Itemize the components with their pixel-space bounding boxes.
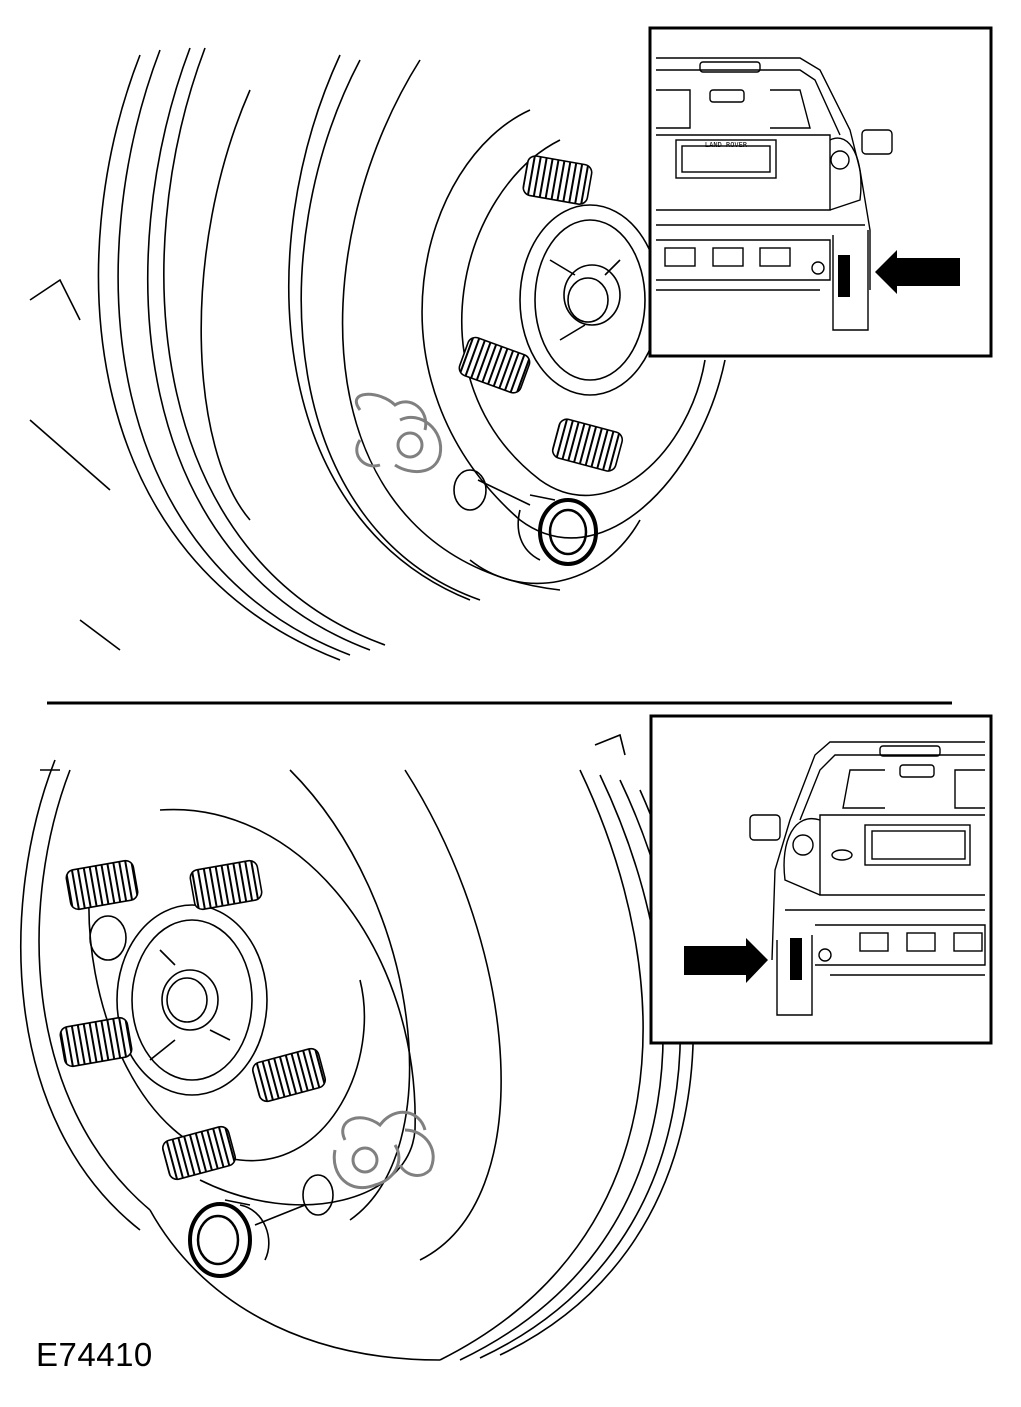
bottom-wheel-stud-2 <box>189 859 263 911</box>
top-sensor-clip-icon <box>354 392 443 474</box>
top-wheel-stud-1 <box>522 155 593 205</box>
bottom-locator-arrow-icon <box>684 938 768 983</box>
bottom-sensor-clip-icon <box>332 1110 435 1189</box>
bottom-wheel-stud-1 <box>65 859 139 911</box>
bottom-inset-sensor-marker <box>790 938 802 980</box>
bottom-wheel-panel <box>20 733 695 1361</box>
top-wheel-panel <box>29 47 726 661</box>
bottom-tyre-outline <box>20 733 695 1361</box>
bottom-wheel-stud-5 <box>161 1125 237 1181</box>
bottom-wheel-stud-4 <box>251 1047 327 1103</box>
top-wheel-stud-2 <box>458 336 531 394</box>
bottom-wheel-stud-3 <box>59 1016 133 1068</box>
bottom-hub-disc <box>88 808 416 1206</box>
bottom-grommet-icon <box>188 1199 270 1278</box>
top-locator-arrow-icon <box>875 250 960 294</box>
bottom-inset-vehicle-rear-view <box>649 714 993 1045</box>
top-inset-badge: LAND ROVER <box>705 141 748 149</box>
bottom-mounting-hole <box>254 1174 334 1226</box>
top-grommet-icon <box>517 494 598 566</box>
top-wheel-stud-3 <box>551 418 624 472</box>
top-inset-vehicle-rear-view: LAND ROVER <box>648 26 993 358</box>
top-inset-sensor-marker <box>838 255 850 297</box>
figure-reference-code: E74410 <box>36 1336 153 1373</box>
top-mounting-hole <box>453 469 531 511</box>
top-tyre-outline <box>29 47 561 661</box>
